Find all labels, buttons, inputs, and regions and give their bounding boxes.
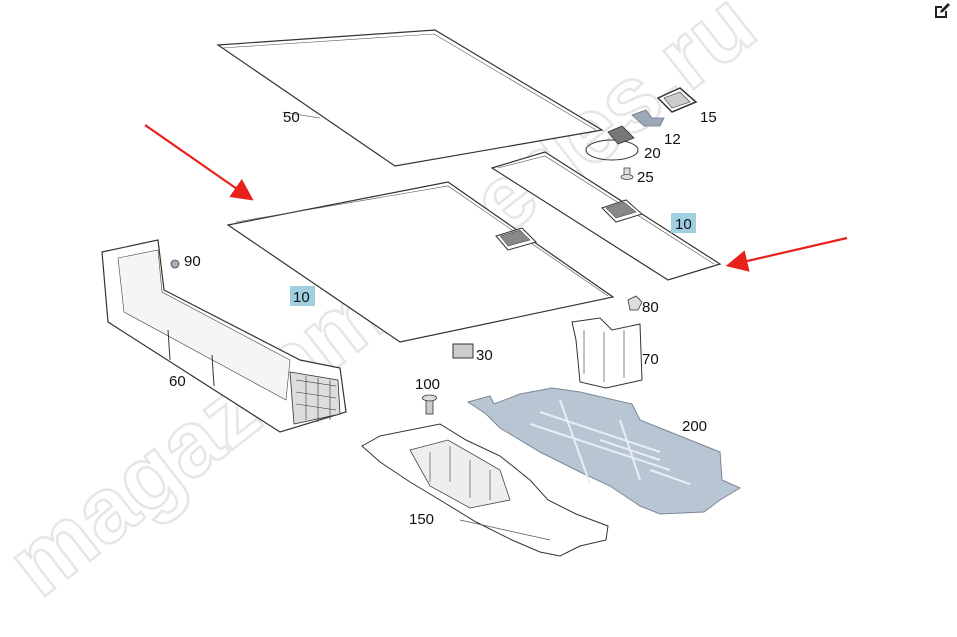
part-12[interactable] <box>631 109 665 127</box>
label-15[interactable]: 15 <box>700 109 717 126</box>
part-150-tray[interactable] <box>361 423 609 557</box>
label-100[interactable]: 100 <box>415 376 440 393</box>
part-200-floor-panel[interactable] <box>466 387 742 515</box>
part-90-clip[interactable] <box>170 259 180 269</box>
highlight-10-right <box>671 213 696 233</box>
label-10-left[interactable]: 10 <box>293 289 310 306</box>
label-70[interactable]: 70 <box>642 351 659 368</box>
label-80[interactable]: 80 <box>642 299 659 316</box>
part-25-screw[interactable] <box>620 167 634 180</box>
part-15[interactable] <box>656 87 698 113</box>
part-20[interactable] <box>585 125 639 161</box>
label-50[interactable]: 50 <box>283 109 300 126</box>
label-150[interactable]: 150 <box>409 511 434 528</box>
red-arrow-left <box>144 124 254 201</box>
label-20[interactable]: 20 <box>644 145 661 162</box>
part-60-side-trim[interactable] <box>101 239 347 433</box>
part-10-left-panel[interactable] <box>226 181 615 343</box>
label-25[interactable]: 25 <box>637 169 654 186</box>
red-arrow-right <box>725 236 848 272</box>
part-100-bolt[interactable] <box>422 394 437 415</box>
part-50-panel[interactable] <box>216 29 604 167</box>
part-10-right-panel[interactable] <box>490 151 722 281</box>
label-30[interactable]: 30 <box>476 347 493 364</box>
label-90[interactable]: 90 <box>184 253 201 270</box>
label-10-right[interactable]: 10 <box>675 216 692 233</box>
part-80-nut[interactable] <box>627 295 643 311</box>
label-12[interactable]: 12 <box>664 131 681 148</box>
edit-icon[interactable] <box>933 2 951 20</box>
label-60[interactable]: 60 <box>169 373 186 390</box>
part-30[interactable] <box>452 343 474 359</box>
label-200[interactable]: 200 <box>682 418 707 435</box>
part-70-bracket[interactable] <box>571 317 643 389</box>
highlight-10-left <box>290 286 315 306</box>
